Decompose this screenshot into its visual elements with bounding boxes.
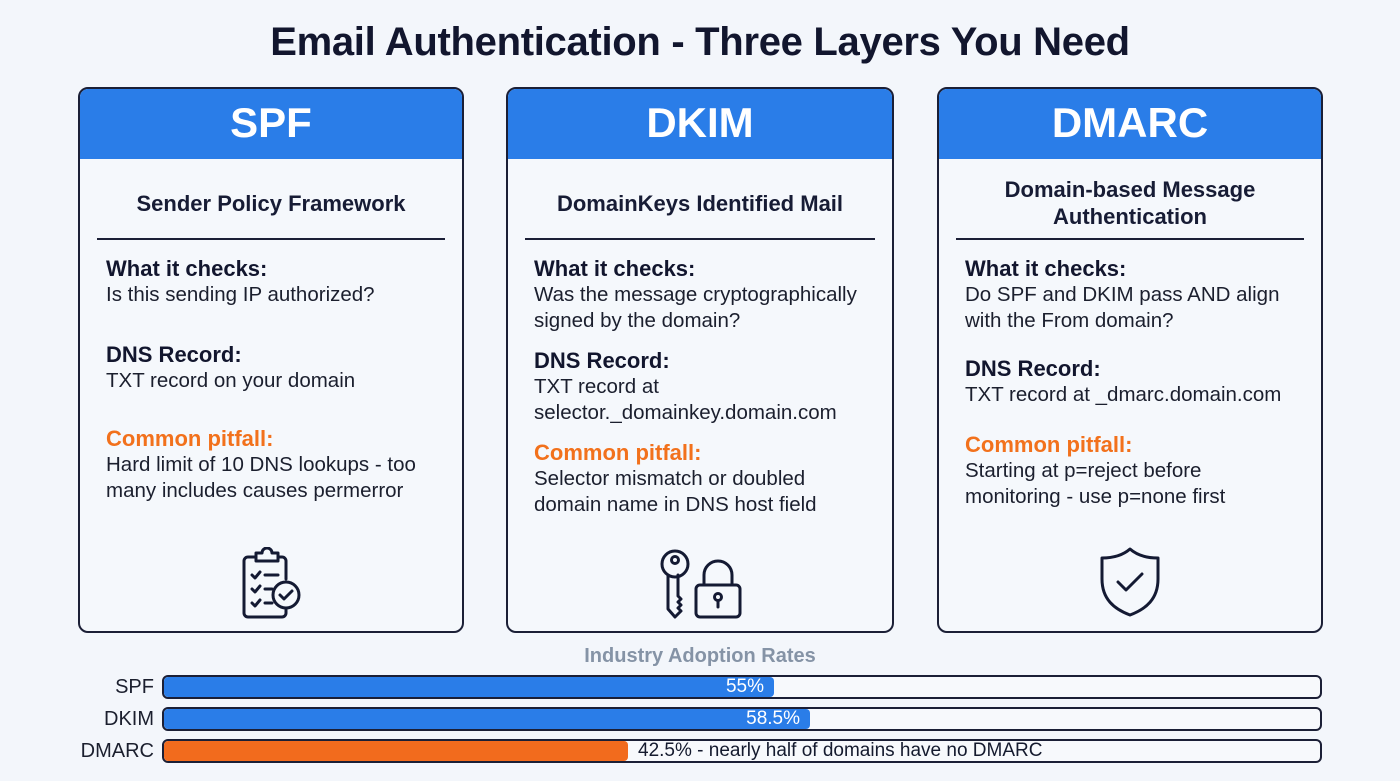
shield-check-icon bbox=[1098, 545, 1162, 624]
bar-fill-dmarc bbox=[164, 741, 628, 761]
bar-value-label: 42.5% - nearly half of domains have no D… bbox=[638, 740, 1043, 761]
bar-track: 55% bbox=[162, 675, 1322, 699]
bar-fill-dkim bbox=[164, 709, 810, 729]
bar-track: 58.5% bbox=[162, 707, 1322, 731]
card-subtitle: Domain-based Message Authentication bbox=[939, 171, 1321, 235]
checks-value: Is this sending IP authorized? bbox=[106, 283, 375, 306]
bar-label: SPF bbox=[115, 676, 154, 698]
bar-label: DKIM bbox=[104, 708, 154, 730]
card-body: What it checks: Do SPF and DKIM pass AND… bbox=[965, 256, 1303, 528]
checks-value: Do SPF and DKIM pass AND align with the … bbox=[965, 283, 1280, 332]
checks-label: What it checks: bbox=[106, 256, 268, 281]
card-body: What it checks: Was the message cryptogr… bbox=[534, 256, 874, 536]
card-header: DKIM bbox=[508, 89, 892, 159]
bar-label: DMARC bbox=[80, 740, 154, 762]
checks-label: What it checks: bbox=[965, 256, 1127, 281]
card-subtitle: DomainKeys Identified Mail bbox=[556, 190, 844, 216]
dkim-card: DKIM DomainKeys Identified Mail What it … bbox=[506, 87, 894, 633]
bar-row-dkim: DKIM 58.5% bbox=[0, 707, 1400, 731]
dns-value: TXT record on your domain bbox=[106, 369, 356, 392]
pitfall-label: Common pitfall: bbox=[965, 432, 1133, 457]
checks-label: What it checks: bbox=[534, 256, 696, 281]
checks-value: Was the message cryptographically signed… bbox=[534, 283, 857, 332]
spf-card: SPF Sender Policy Framework What it chec… bbox=[78, 87, 464, 633]
dns-value: TXT record at selector._domainkey.domain… bbox=[534, 375, 837, 424]
card-divider bbox=[97, 238, 445, 240]
page-title: Email Authentication - Three Layers You … bbox=[270, 20, 1130, 64]
dns-label: DNS Record: bbox=[106, 342, 242, 367]
bar-value-label: 55% bbox=[725, 676, 764, 697]
card-header: DMARC bbox=[939, 89, 1321, 159]
bar-row-dmarc: DMARC 42.5% - nearly half of domains hav… bbox=[0, 739, 1400, 763]
card-divider bbox=[956, 238, 1304, 240]
bar-value-label: 58.5% bbox=[746, 708, 800, 729]
pitfall-value: Hard limit of 10 DNS lookups - too many … bbox=[106, 453, 416, 502]
bar-row-spf: SPF 55% bbox=[0, 675, 1400, 699]
chart-title: Industry Adoption Rates bbox=[584, 645, 816, 667]
dns-label: DNS Record: bbox=[965, 356, 1101, 381]
pitfall-label: Common pitfall: bbox=[534, 440, 702, 465]
bar-fill-spf bbox=[164, 677, 774, 697]
dmarc-card: DMARC Domain-based Message Authenticatio… bbox=[937, 87, 1323, 633]
card-divider bbox=[525, 238, 875, 240]
card-header: SPF bbox=[80, 89, 462, 159]
bar-track: 42.5% - nearly half of domains have no D… bbox=[162, 739, 1322, 763]
dns-label: DNS Record: bbox=[534, 348, 670, 373]
card-body: What it checks: Is this sending IP autho… bbox=[106, 256, 444, 522]
clipboard-check-icon bbox=[238, 546, 304, 626]
key-lock-icon bbox=[658, 547, 742, 626]
card-subtitle: Sender Policy Framework bbox=[136, 190, 406, 216]
pitfall-value: Selector mismatch or doubled domain name… bbox=[534, 467, 817, 516]
dns-value: TXT record at _dmarc.domain.com bbox=[965, 383, 1282, 406]
pitfall-value: Starting at p=reject before monitoring -… bbox=[965, 459, 1226, 508]
card-subtitle-text: Domain-based Message Authentication bbox=[1004, 177, 1256, 229]
pitfall-label: Common pitfall: bbox=[106, 426, 274, 451]
